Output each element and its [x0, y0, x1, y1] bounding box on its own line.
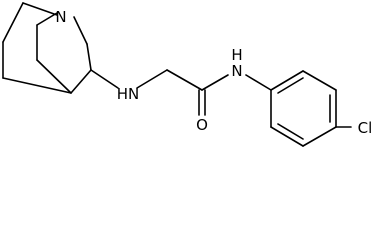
bond-c-c-mid-2 — [36, 59, 72, 94]
ring-bond-1 — [270, 70, 304, 91]
bond-ch2-co — [166, 69, 203, 91]
bond-c-c-left-1 — [2, 2, 24, 43]
bond-n-c-left — [22, 2, 58, 16]
bond-n-c-right — [73, 16, 88, 45]
quinuclidine-ring — [2, 2, 92, 94]
bond-nh-ch2 — [136, 69, 168, 89]
chlorophenyl-ring — [270, 70, 352, 147]
bond-nh-aryl — [245, 74, 272, 91]
bond-c-c-right-1 — [86, 43, 92, 71]
ring-bond-5 — [270, 126, 304, 147]
bond-c-c-left-3 — [2, 77, 72, 94]
ring-bond-2 — [302, 70, 337, 91]
bond-c3-c4 — [70, 69, 92, 94]
atom-label-amide-n: N — [231, 62, 242, 80]
linker-chain — [90, 69, 272, 116]
ring-bond-4 — [302, 126, 337, 147]
atom-label-chlorine: Cl — [358, 119, 373, 137]
bond-c3-nh — [90, 69, 119, 89]
ring-bond-1-inner — [277, 77, 304, 94]
structure-canvas: N HN O H N Cl — [2, 2, 373, 147]
atom-label-amide-h: H — [231, 46, 242, 64]
bond-n-c-mid — [36, 12, 58, 26]
atom-label-quinuclidine-n: N — [55, 8, 66, 26]
atom-label-amine-nh: HN — [117, 85, 140, 103]
bond-co-nh — [201, 74, 229, 91]
ring-bond-5-inner — [277, 123, 304, 140]
atom-label-carbonyl-o: O — [196, 116, 208, 134]
